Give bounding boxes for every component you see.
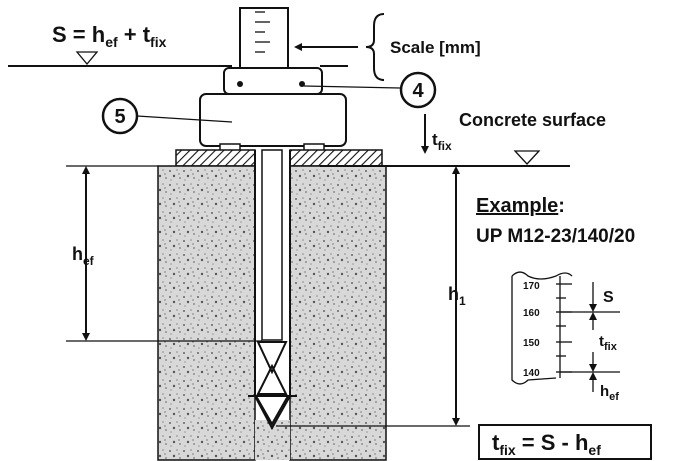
callout-4-leader [303, 85, 401, 89]
tool-body [199, 93, 347, 147]
detail-tfix-label: tfix [599, 333, 618, 353]
collar-pin-right [299, 81, 305, 87]
scale-tick-160: 160 [523, 308, 540, 319]
scale-tick-150: 150 [523, 338, 540, 349]
top-formula: S = hef + tfix [52, 22, 167, 50]
detail-s-label: S [603, 289, 614, 306]
example-title: Example: [476, 195, 565, 217]
concrete-block-right [289, 165, 387, 461]
callout-4-label: 4 [412, 80, 424, 102]
concrete-block-left [157, 165, 256, 461]
anchor-cone [256, 341, 288, 395]
detail-hef-label: hef [600, 383, 619, 403]
level-triangle-top [75, 51, 99, 66]
fixture-plate-right [289, 149, 383, 167]
example-model: UP M12-23/140/20 [476, 226, 635, 247]
hole-drill-tip [248, 395, 297, 431]
tfix-label: tfix [432, 130, 452, 153]
scale-tube [239, 7, 289, 71]
scale-tick-170: 170 [523, 281, 540, 292]
scale-tick-140: 140 [523, 368, 540, 379]
callout-5-leader [136, 115, 233, 123]
formula-box [478, 424, 652, 460]
anchor-tip [254, 395, 290, 427]
hef-label: hef [72, 244, 95, 268]
fixture-plate-left [175, 149, 256, 167]
callout-5-label: 5 [114, 106, 125, 128]
concrete-hole-bottom [255, 420, 290, 460]
concrete-surface-label: Concrete surface [459, 110, 606, 130]
scale-brace [365, 13, 385, 81]
callout-4-circle [399, 71, 437, 109]
anchor-rod [261, 149, 283, 341]
h1-label: h1 [448, 284, 466, 308]
level-triangle-concrete [513, 150, 541, 165]
scale-detail [511, 271, 573, 385]
bottom-formula: tfix = S - hef [492, 430, 601, 458]
tool-collar [223, 67, 323, 95]
collar-pin-left [237, 81, 243, 87]
scale-label: Scale [mm] [390, 38, 481, 57]
